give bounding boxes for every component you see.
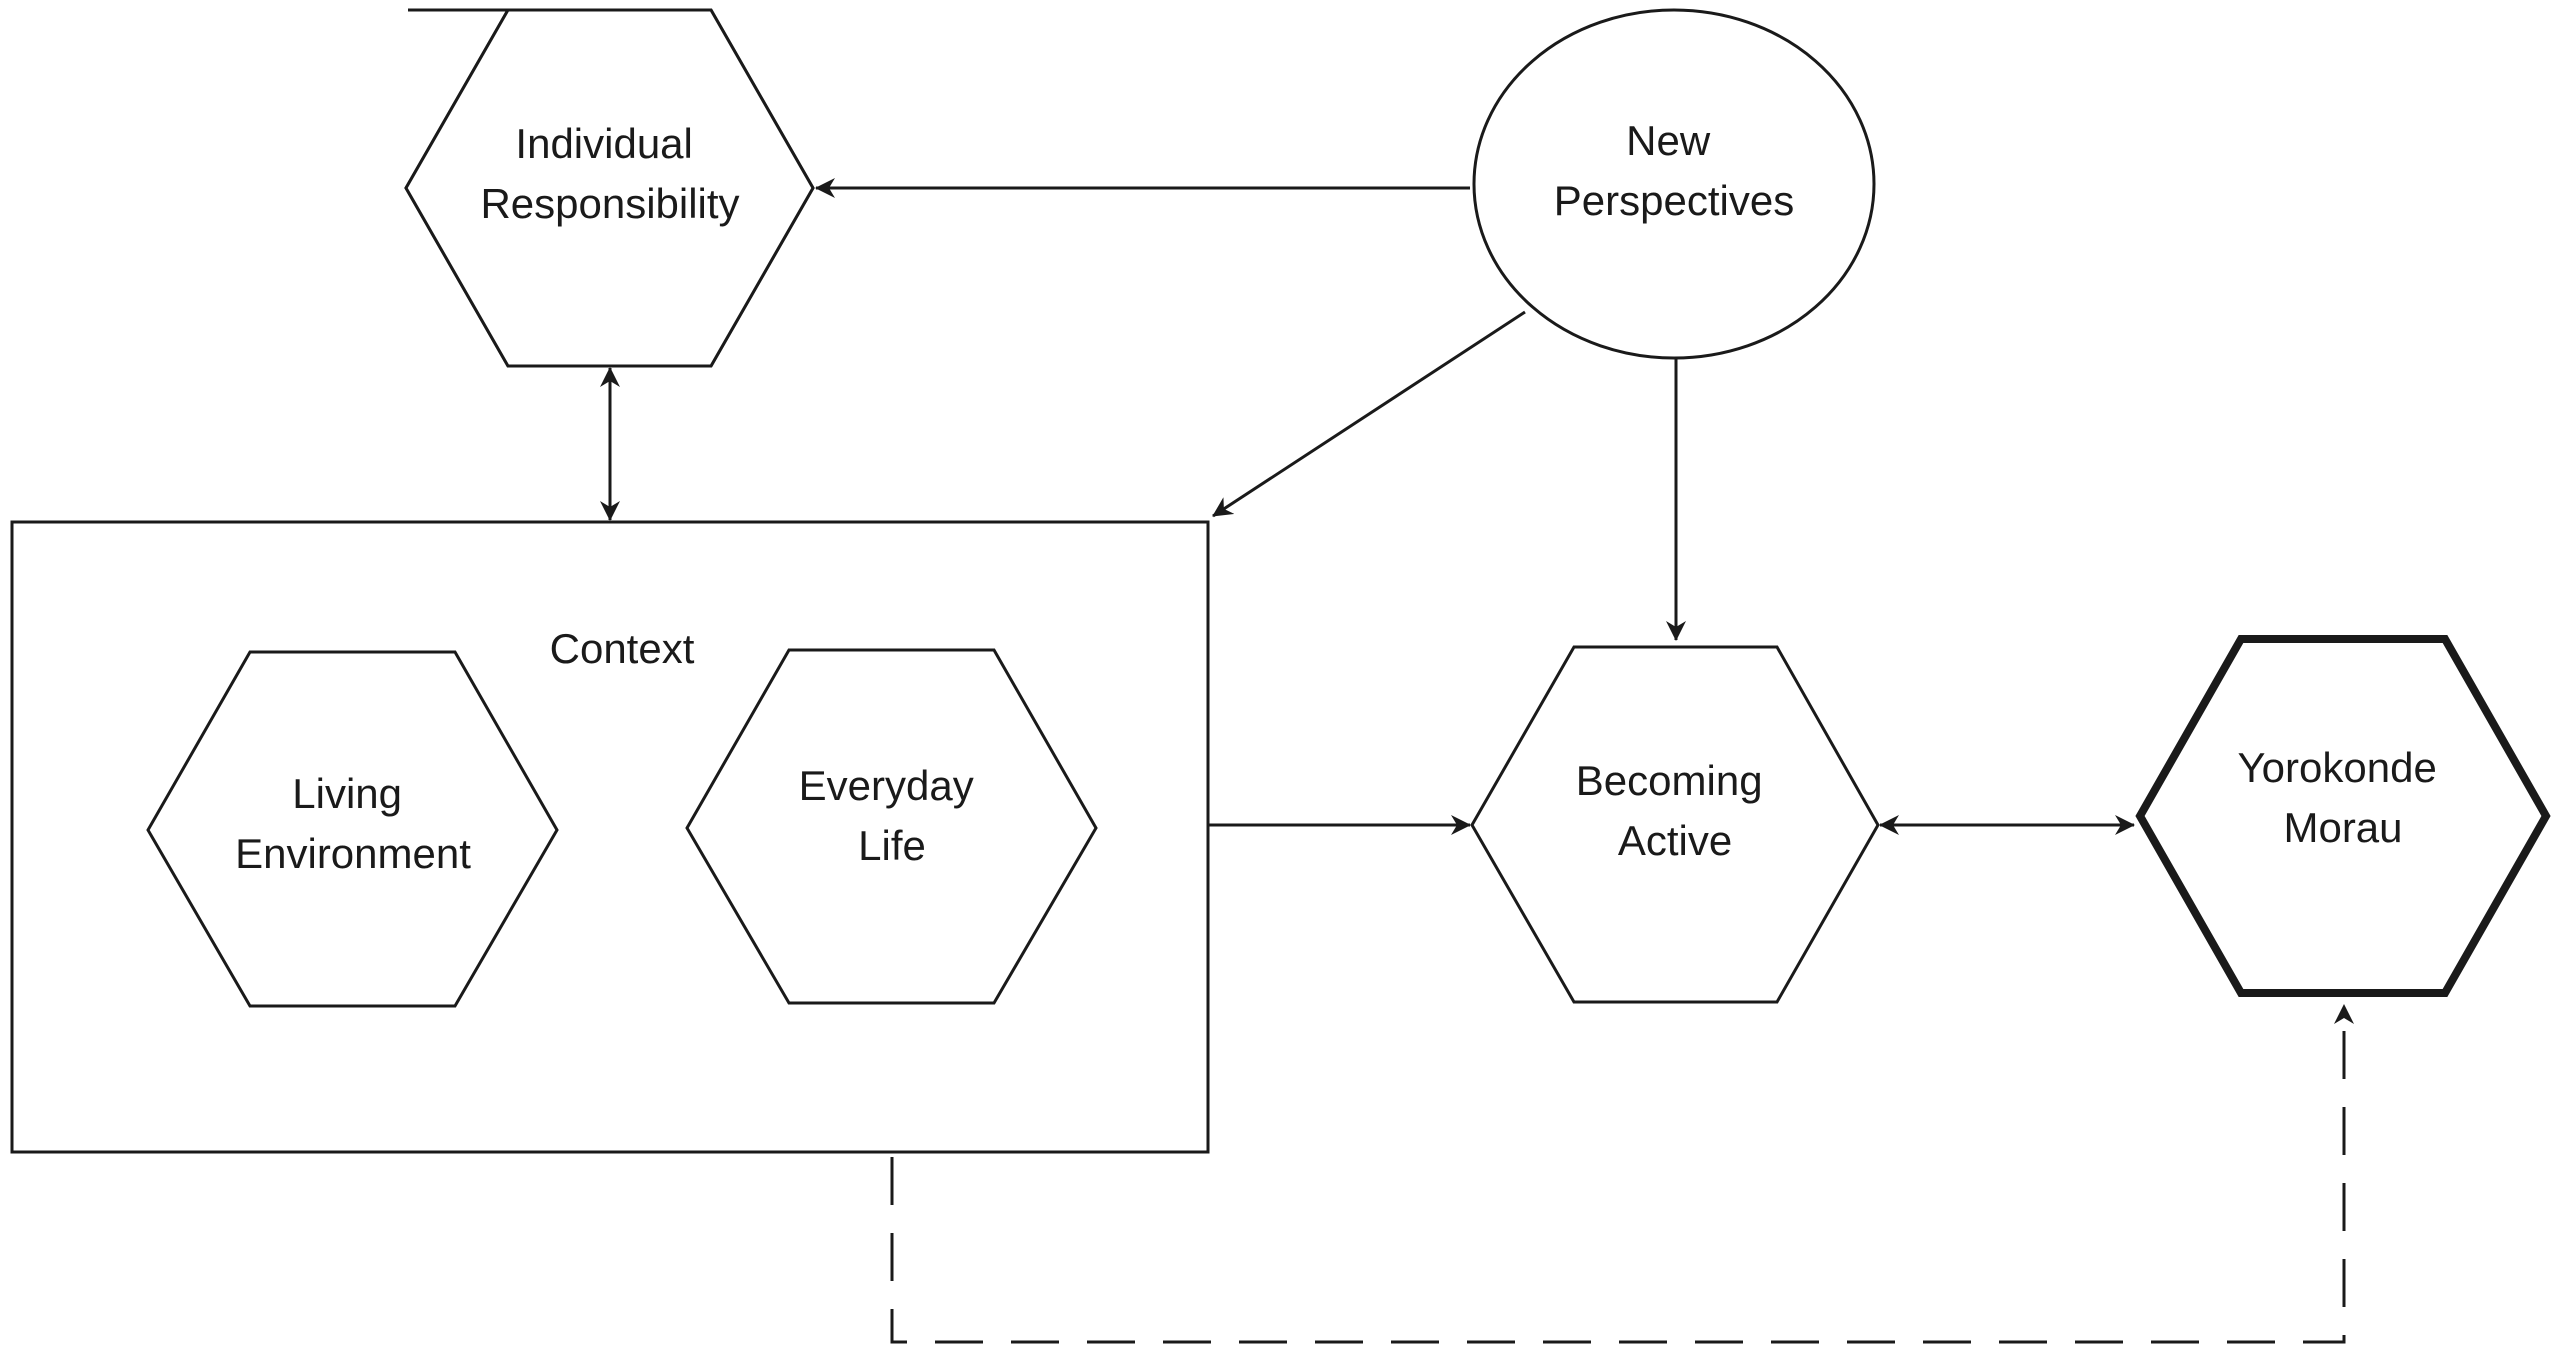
everyday-life-node: Everyday Life [685,648,1098,1005]
yorokonde-morau-label: Yorokonde Morau [2238,744,2449,851]
living-environment-node: Living Environment [146,650,559,1008]
yorokonde-morau-node: Yorokonde Morau [2135,635,2551,997]
becoming-active-node: Becoming Active [1470,645,1880,1004]
becoming-active-label: Becoming Active [1576,757,1774,864]
individual-responsibility-node: Individual Responsibility [404,8,815,368]
new-perspectives-node: New Perspectives [1472,8,1876,360]
individual-responsibility-label: Individual Responsibility [480,120,739,227]
context-label: Context [550,625,695,672]
new-perspectives-label: New Perspectives [1554,117,1794,224]
edge-new-perspectives-to-context [1212,310,1526,518]
edges [600,178,2354,1344]
living-environment-label: Living Environment [235,770,471,877]
edge-everyday-life-yorokonde-morau-dashed [882,1004,2354,1344]
everyday-life-label: Everyday Life [799,762,986,869]
